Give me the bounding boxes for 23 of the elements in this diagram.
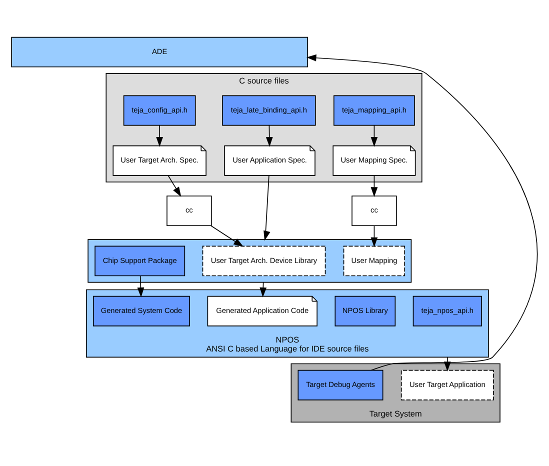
arrow (168, 175, 182, 197)
arrow (264, 175, 270, 241)
node-box: ADE (11, 36, 308, 68)
arrow (156, 124, 164, 147)
arrow (210, 225, 244, 247)
node-box: User Target Arch. Device Library (202, 246, 326, 276)
arrow (266, 124, 273, 147)
node-box: cc (352, 196, 397, 226)
node-box: teja_mapping_api.h (334, 95, 415, 126)
node-box: User Target Application (400, 370, 494, 400)
node-box: teja_npos_api.h (412, 296, 482, 326)
node-box: teja_late_binding_api.h (222, 95, 316, 126)
arrow (137, 275, 144, 298)
arrow (370, 225, 378, 248)
node-box: Chip Support Package (94, 246, 186, 276)
arrow (370, 124, 378, 147)
node-box: cc (166, 196, 212, 226)
node-box: User Mapping (343, 246, 406, 276)
node-box: Target Debug Agents (298, 370, 384, 400)
node-box: NPOS Library (334, 296, 396, 326)
node-box: teja_config_api.h (123, 95, 196, 126)
arrow (370, 175, 378, 198)
node-box: Generated System Code (92, 296, 190, 326)
